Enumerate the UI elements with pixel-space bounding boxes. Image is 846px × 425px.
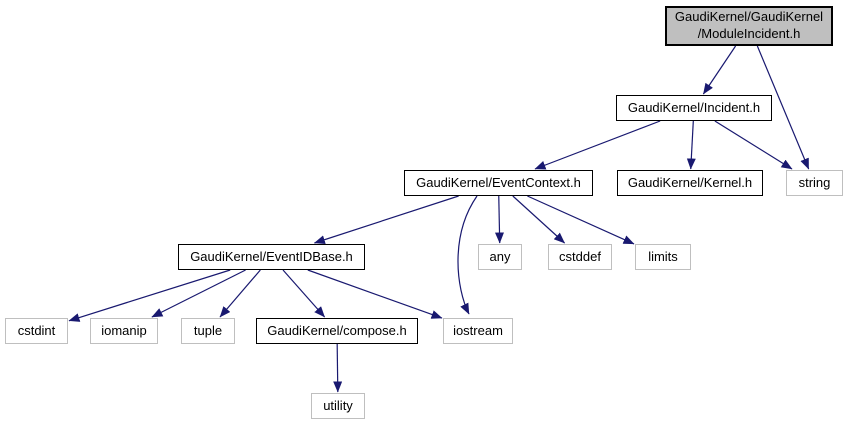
edge-event_context-to-event_id_base xyxy=(313,195,459,245)
edge-event_context-to-cstddef xyxy=(512,195,565,244)
edge-event_id_base-to-tuple xyxy=(219,269,261,318)
node-iomanip: iomanip xyxy=(90,318,158,344)
node-event_id_base[interactable]: GaudiKernel/EventIDBase.h xyxy=(178,244,365,270)
node-iostream: iostream xyxy=(443,318,513,344)
edge-incident-to-event_context xyxy=(534,120,661,170)
edge-module_incident-to-string xyxy=(756,45,810,170)
edge-incident-to-string xyxy=(714,120,793,170)
edge-event_context-to-any xyxy=(495,195,505,244)
node-utility: utility xyxy=(311,393,365,419)
edge-event_context-to-iostream xyxy=(457,195,478,315)
edge-module_incident-to-incident xyxy=(702,45,737,95)
edge-event_id_base-to-cstdint xyxy=(68,269,231,322)
edge-event_id_base-to-iostream xyxy=(307,269,443,319)
node-string: string xyxy=(786,170,843,196)
node-event_context[interactable]: GaudiKernel/EventContext.h xyxy=(404,170,593,196)
edge-incident-to-kernel xyxy=(686,120,696,170)
node-cstdint: cstdint xyxy=(5,318,68,344)
edge-event_context-to-limits xyxy=(527,195,635,245)
node-any: any xyxy=(478,244,522,270)
edge-event_id_base-to-compose xyxy=(282,269,326,318)
node-compose[interactable]: GaudiKernel/compose.h xyxy=(256,318,418,344)
node-limits: limits xyxy=(635,244,691,270)
edge-event_id_base-to-iomanip xyxy=(151,269,246,318)
node-tuple: tuple xyxy=(181,318,235,344)
edge-compose-to-utility xyxy=(333,343,343,393)
node-module_incident: GaudiKernel/GaudiKernel /ModuleIncident.… xyxy=(665,6,833,46)
node-kernel[interactable]: GaudiKernel/Kernel.h xyxy=(617,170,763,196)
node-incident[interactable]: GaudiKernel/Incident.h xyxy=(616,95,772,121)
node-cstddef: cstddef xyxy=(548,244,612,270)
